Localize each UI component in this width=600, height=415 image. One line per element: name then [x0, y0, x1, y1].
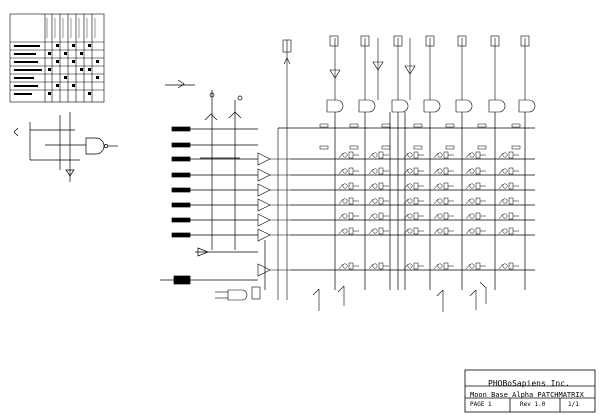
input-jack-4 [171, 172, 258, 178]
company-name: PHOBoSapiens Inc. [488, 379, 570, 388]
resistor [319, 123, 329, 128]
crosspoint-switch [368, 227, 389, 235]
legend-table [9, 13, 105, 103]
resistor [477, 123, 487, 128]
crosspoint-switch [403, 167, 424, 175]
sheet-label: PAGE 1 [470, 401, 492, 408]
page-number: 1/1 [568, 401, 579, 408]
crosspoint-switch [368, 167, 389, 175]
crosspoint-switch [433, 227, 454, 235]
crosspoint-switch [368, 197, 389, 205]
output-stubs [215, 281, 487, 312]
crosspoint-switch [338, 182, 359, 190]
input-jack-7 [171, 217, 258, 223]
crosspoint-switch [338, 262, 359, 270]
crosspoint-switch [433, 151, 454, 159]
crosspoint-switch [498, 212, 519, 220]
resistor [511, 145, 521, 150]
resistor [511, 123, 521, 128]
resistor [445, 123, 455, 128]
input-jack-8 [171, 232, 258, 238]
resistor [349, 145, 359, 150]
resistor [319, 145, 329, 150]
crosspoint-switch [498, 182, 519, 190]
crosspoint-switch [465, 227, 486, 235]
crosspoint-switches [319, 123, 521, 270]
crosspoint-switch [465, 212, 486, 220]
crosspoint-switch [433, 197, 454, 205]
crosspoint-switch [403, 212, 424, 220]
revision-label: Rev 1.0 [520, 401, 546, 408]
input-jack-3 [171, 156, 258, 162]
crosspoint-switch [368, 212, 389, 220]
input-jack-6 [171, 202, 258, 208]
crosspoint-switch [465, 167, 486, 175]
crosspoint-switch [465, 182, 486, 190]
buffer-stages [257, 39, 292, 300]
crosspoint-switch [498, 227, 519, 235]
resistor [445, 145, 455, 150]
output-buffers [326, 35, 536, 113]
crosspoint-switch [498, 167, 519, 175]
crosspoint-switch [433, 167, 454, 175]
crosspoint-switch [403, 151, 424, 159]
crosspoint-switch [403, 262, 424, 270]
crosspoint-switch [433, 262, 454, 270]
crosspoint-switch [368, 262, 389, 270]
crosspoint-switch [368, 182, 389, 190]
crosspoint-switch [498, 197, 519, 205]
crosspoint-switch [498, 262, 519, 270]
crosspoint-switch [433, 182, 454, 190]
resistor [413, 145, 423, 150]
crosspoint-switch [403, 227, 424, 235]
patch-matrix [278, 112, 535, 290]
resistor [413, 123, 423, 128]
resistor [477, 145, 487, 150]
resistor [381, 145, 391, 150]
resistor [381, 123, 391, 128]
crosspoint-switch [403, 182, 424, 190]
resistor [349, 123, 359, 128]
crosspoint-switch [465, 151, 486, 159]
input-jack-1 [171, 126, 258, 132]
crosspoint-switch [498, 151, 519, 159]
title-block [464, 369, 596, 413]
crosspoint-switch [433, 212, 454, 220]
crosspoint-switch [338, 227, 359, 235]
input-jacks [160, 79, 266, 290]
crosspoint-switch [338, 212, 359, 220]
crosspoint-switch [403, 197, 424, 205]
crosspoint-switch [465, 262, 486, 270]
crosspoint-switch [338, 167, 359, 175]
crosspoint-switch [338, 197, 359, 205]
drawing-title: Moon Base Alpha PATCHMATRIX [470, 391, 584, 399]
crosspoint-switch [465, 197, 486, 205]
input-jack-5 [171, 187, 258, 193]
crosspoint-switch [338, 151, 359, 159]
crosspoint-switch [368, 151, 389, 159]
gate-example [13, 112, 118, 182]
input-jack-2 [171, 142, 258, 148]
